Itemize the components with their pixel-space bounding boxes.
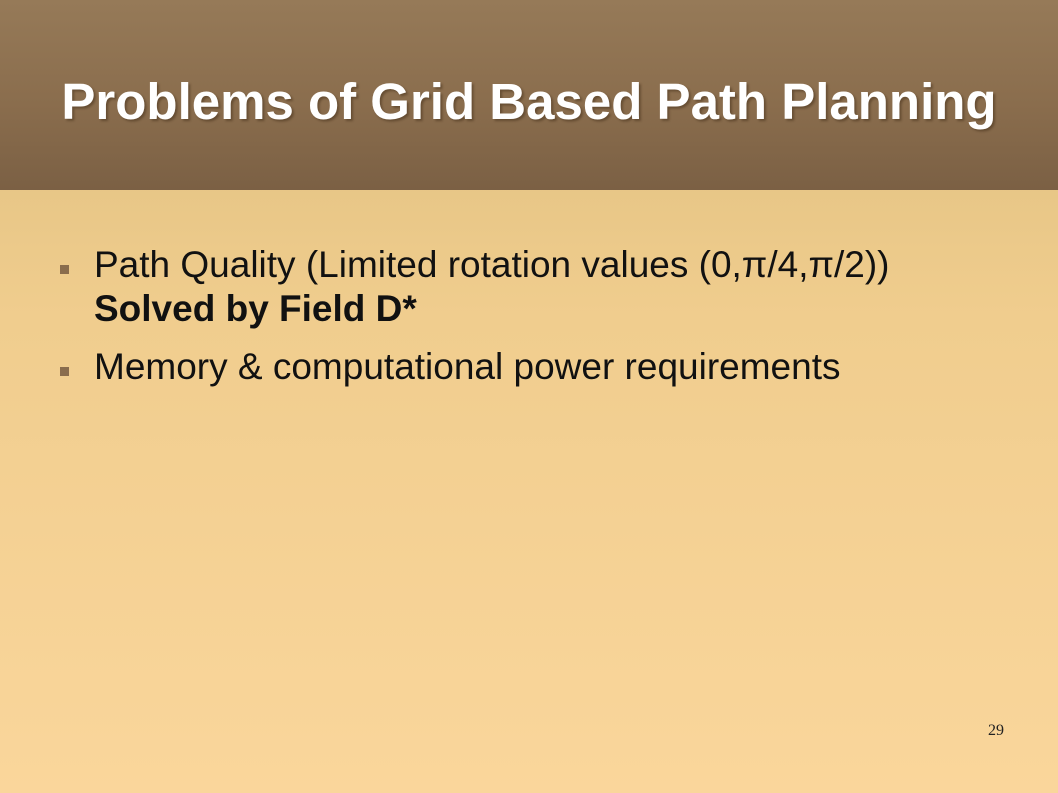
- bullet-list: Path Quality (Limited rotation values (0…: [58, 243, 1018, 403]
- square-bullet-icon: [60, 265, 69, 274]
- bullet-item-memory: Memory & computational power requirement…: [58, 345, 1018, 389]
- square-bullet-icon: [60, 367, 69, 376]
- bullet-text: Path Quality (Limited rotation values (0…: [94, 244, 890, 285]
- bullet-item-path-quality: Path Quality (Limited rotation values (0…: [58, 243, 1018, 331]
- page-number: 29: [988, 722, 1004, 739]
- bullet-text: Memory & computational power requirement…: [94, 346, 841, 387]
- title-band: [0, 0, 1058, 190]
- bullet-bold-text: Solved by Field D*: [94, 288, 417, 329]
- slide-title: Problems of Grid Based Path Planning: [61, 73, 997, 130]
